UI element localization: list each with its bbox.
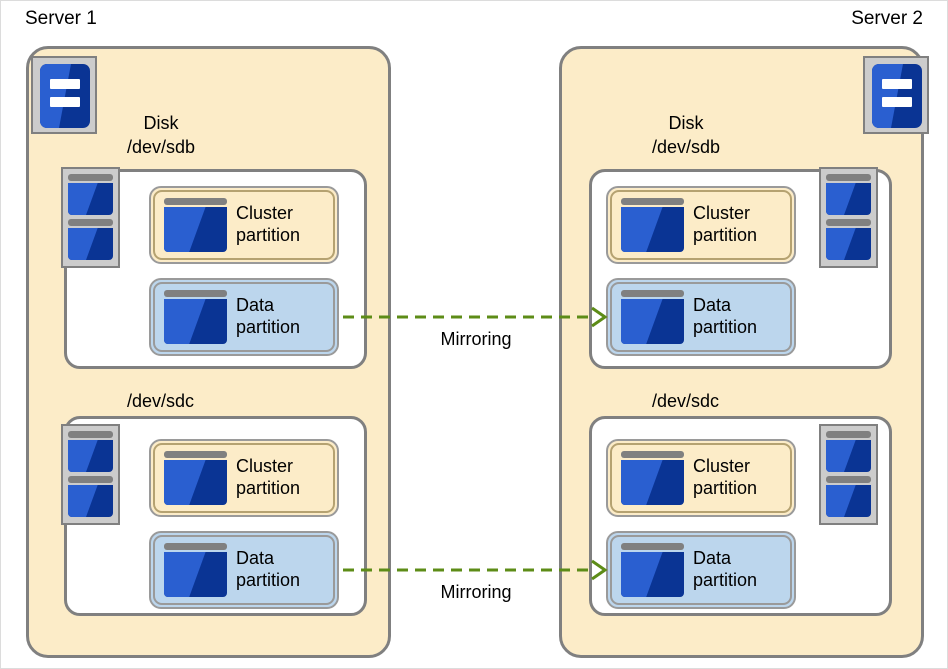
partition-label-line2: partition <box>236 317 301 337</box>
disk-glyph <box>68 431 113 472</box>
disk-label-line1: Disk <box>668 113 704 133</box>
disk-partition-icon <box>621 290 684 344</box>
data-partition[interactable]: Data partition <box>149 531 339 609</box>
server-icon <box>863 56 929 134</box>
server-icon-body <box>40 64 90 128</box>
partition-label-line1: Cluster <box>693 456 751 477</box>
disk-stack-icon <box>61 424 120 525</box>
cluster-partition[interactable]: Cluster partition <box>149 439 339 517</box>
partition-label-line1: Data <box>236 295 275 316</box>
partition-label: Data partition <box>693 548 757 591</box>
disk-glyph <box>68 219 113 260</box>
partition-label-line2: partition <box>236 570 301 590</box>
disk-partition-icon <box>164 198 227 252</box>
disk-stack-icon <box>819 167 878 268</box>
disk-glyph <box>826 219 871 260</box>
disk-glyph <box>826 431 871 472</box>
partition-label-line1: Cluster <box>236 203 294 224</box>
server-icon-bar-bottom <box>50 97 80 107</box>
disk-partition-icon <box>164 290 227 344</box>
partition-label-line2: partition <box>236 225 301 245</box>
data-partition[interactable]: Data partition <box>149 278 339 356</box>
mirroring-label-sdb: Mirroring <box>440 329 512 349</box>
partition-label: Cluster partition <box>236 203 300 246</box>
disk-glyph <box>68 174 113 215</box>
disk-partition-icon <box>164 451 227 505</box>
server-icon-body <box>872 64 922 128</box>
partition-label-line1: Cluster <box>693 203 751 224</box>
data-partition[interactable]: Data partition <box>606 531 796 609</box>
cluster-partition[interactable]: Cluster partition <box>606 186 796 264</box>
partition-label-line2: partition <box>236 478 301 498</box>
partition-label-line1: Data <box>236 548 275 569</box>
mirroring-arrow-sdc <box>343 558 609 582</box>
partition-label: Data partition <box>236 548 300 591</box>
disk-label-line2: /dev/sdc <box>127 391 195 411</box>
partition-label-line2: partition <box>693 478 758 498</box>
disk-label-s2-sdc: /dev/sdc <box>652 389 719 413</box>
disk-stack-icon <box>61 167 120 268</box>
mirroring-arrow-sdb <box>343 305 609 329</box>
partition-label: Cluster partition <box>693 456 757 499</box>
server-icon-bar-top <box>50 79 80 89</box>
cluster-partition[interactable]: Cluster partition <box>606 439 796 517</box>
partition-label-line2: partition <box>693 225 758 245</box>
disk-partition-icon <box>621 451 684 505</box>
server-1-title: Server 1 <box>25 8 97 29</box>
partition-label: Data partition <box>693 295 757 338</box>
server-icon <box>31 56 97 134</box>
disk-stack-icon <box>819 424 878 525</box>
mirroring-label-sdc: Mirroring <box>440 582 512 602</box>
partition-label: Cluster partition <box>236 456 300 499</box>
cluster-partition[interactable]: Cluster partition <box>149 186 339 264</box>
disk-label-line1: Disk <box>143 113 179 133</box>
disk-label-s1-sdc: /dev/sdc <box>127 389 194 413</box>
disk-glyph <box>826 174 871 215</box>
disk-partition-icon <box>621 543 684 597</box>
disk-label-line2: /dev/sdb <box>652 137 721 158</box>
partition-label-line1: Data <box>693 295 732 316</box>
partition-label-line1: Data <box>693 548 732 569</box>
disk-glyph <box>826 476 871 517</box>
server-2-title: Server 2 <box>851 8 923 29</box>
disk-partition-icon <box>164 543 227 597</box>
server-icon-bar-bottom <box>882 97 912 107</box>
disk-partition-icon <box>621 198 684 252</box>
partition-label-line1: Cluster <box>236 456 294 477</box>
disk-label-line2: /dev/sdc <box>652 391 720 411</box>
disk-glyph <box>68 476 113 517</box>
partition-label-line2: partition <box>693 317 758 337</box>
partition-label-line2: partition <box>693 570 758 590</box>
disk-label-s2-sdb: Disk /dev/sdb <box>652 111 720 160</box>
partition-label: Data partition <box>236 295 300 338</box>
server-icon-bar-top <box>882 79 912 89</box>
partition-label: Cluster partition <box>693 203 757 246</box>
disk-label-line2: /dev/sdb <box>127 137 196 158</box>
disk-label-s1-sdb: Disk /dev/sdb <box>127 111 195 160</box>
data-partition[interactable]: Data partition <box>606 278 796 356</box>
